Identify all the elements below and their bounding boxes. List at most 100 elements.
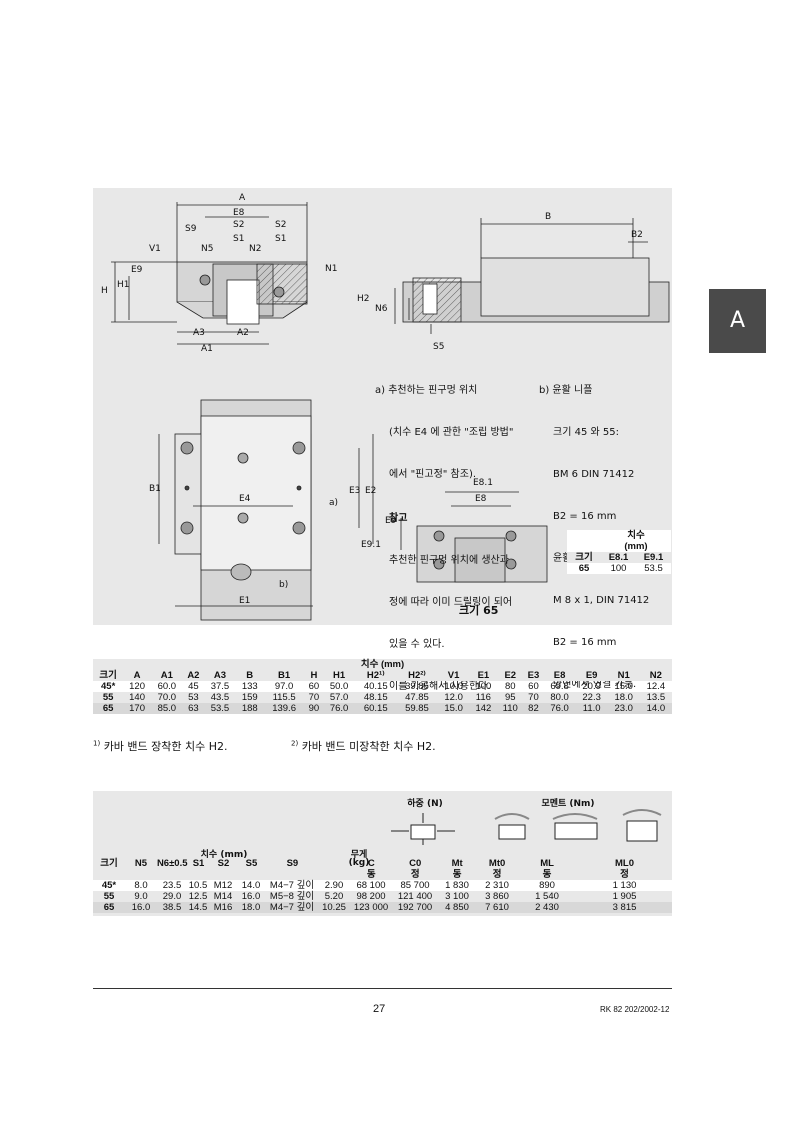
dim-table-cell: 159	[241, 692, 258, 703]
dim-table-cell: 57.0	[329, 692, 349, 703]
load-col-header: 크기	[100, 858, 118, 869]
footnote-1-text: 카바 밴드 장착한 치수 H2.	[103, 740, 228, 753]
dim-table-cell: 47.85	[405, 692, 429, 703]
dim-table-cell: 48.15	[363, 692, 388, 703]
label-E8-1: E8.1	[473, 478, 493, 488]
load-col-header	[319, 858, 349, 869]
load-table-cell: 65	[103, 902, 115, 913]
note-a-title: a) 추천하는 핀구멍 위치	[375, 385, 478, 396]
dim-col-header: B1	[278, 670, 291, 681]
load-table-cell: 2.90	[324, 880, 344, 891]
small-table-col-e9: E9.1	[643, 552, 664, 563]
load-subheader-empty	[125, 869, 157, 880]
dim-table-cell: 80	[504, 681, 516, 692]
load-subheader-empty	[237, 869, 265, 880]
dim-table-cell: 60.15	[363, 703, 388, 714]
small-table-header-top: 치수	[627, 530, 645, 541]
dim-table-cell: 22.3	[582, 692, 601, 703]
label-E1: E1	[239, 596, 251, 606]
label-A1: A1	[201, 344, 213, 354]
dim-table-cell: 65	[102, 703, 114, 714]
dim-table-cell: 40.15	[363, 681, 388, 692]
moment-ml-icon	[552, 813, 598, 840]
moment-mt-icon	[494, 813, 530, 840]
load-col-header: S9	[286, 858, 299, 869]
label-E9: E9	[131, 265, 143, 275]
label-E3: E3	[349, 486, 361, 496]
footnote-2: 2) 카바 밴드 미장착한 치수 H2.	[291, 738, 436, 754]
label-H1: H1	[117, 280, 130, 290]
dim-table-cell: 60	[308, 681, 320, 692]
load-col-header: Mt	[451, 858, 463, 869]
dim-col-header: N1	[617, 670, 630, 681]
dim-table-cell: 116	[475, 692, 491, 703]
footer-rule	[93, 988, 672, 989]
dim-col-header: V1	[447, 670, 460, 681]
dim-table-cell: 63	[188, 703, 199, 714]
label-a: a)	[329, 498, 339, 508]
footnote-1-mark: 1)	[93, 739, 101, 748]
load-table-cell: 5.20	[324, 891, 344, 902]
label-S5: S5	[433, 342, 445, 352]
load-col-header: ML	[540, 858, 554, 869]
load-table-cell: M14	[213, 891, 233, 902]
dim-table-cell: 76.0	[550, 703, 569, 714]
section-tab: A	[709, 289, 766, 353]
small-table-size-header	[567, 530, 601, 552]
load-table-cell: M4−7 깊이	[269, 902, 315, 913]
load-subheader: 정	[492, 869, 502, 880]
dim-table-cell: 43.5	[210, 692, 230, 703]
weight-unit: (kg)	[348, 858, 370, 868]
load-col-header: N5	[134, 858, 148, 869]
dim-table-title: 치수 (mm)	[360, 659, 405, 670]
moment-ml0-icon	[622, 809, 662, 842]
document-code: RK 82 202/2002-12	[600, 1005, 670, 1014]
load-table-cell: 1 130	[612, 880, 637, 891]
load-col-header: Mt0	[488, 858, 506, 869]
load-table-cell: 45*	[101, 880, 117, 891]
load-table-cell: 68 100	[356, 880, 386, 891]
small-table-cell: 53.5	[644, 563, 663, 574]
load-table-cell: M16	[213, 902, 233, 913]
load-table-cell: 192 700	[397, 902, 433, 913]
note-ref-line3: 있을 수 있다.	[389, 639, 445, 650]
label-E2: E2	[365, 486, 377, 496]
top-view	[158, 399, 374, 621]
load-direction-icon	[391, 813, 455, 845]
load-subheader: 동	[366, 869, 376, 880]
label-S2-right: S2	[275, 220, 287, 230]
load-table-cell: 16.0	[131, 902, 151, 913]
note-a: a) 추천하는 핀구멍 위치 (치수 E4 에 관한 "조립 방법" 에서 "핀…	[375, 356, 513, 722]
front-section-view	[111, 202, 308, 345]
load-table-cell: 3 860	[485, 891, 509, 902]
load-col-header: S5	[245, 858, 258, 869]
dim-col-header: N2	[649, 670, 662, 681]
note-b-title: b) 윤활 니플	[539, 385, 593, 396]
dim-col-header: B	[246, 670, 254, 681]
note-b-line6: B2 = 16 mm	[553, 637, 617, 648]
dim-table-cell: 39.85	[405, 681, 429, 692]
load-table-cell: 29.0	[162, 891, 182, 902]
dim-col-header: H	[310, 670, 318, 681]
load-table-cell: 16.0	[241, 891, 261, 902]
dim-col-header: E2	[504, 670, 517, 681]
note-ref-title: 참고	[389, 513, 408, 524]
label-S1: S1	[233, 234, 245, 244]
label-A: A	[239, 193, 246, 203]
note-b-line5: M 8 x 1, DIN 71412	[553, 595, 650, 606]
dim-title-2: 치수 (mm)	[200, 850, 248, 860]
note-b-line1: 크기 45 와 55:	[553, 427, 619, 438]
dim-table-cell: 70	[308, 692, 320, 703]
technical-drawing-panel: A E8 S9 S2 S2 N5 S1 S1 N2 V1 E9 H H1 N1 …	[93, 188, 672, 692]
load-table-cell: 890	[539, 880, 555, 891]
load-table-cell: 1 830	[445, 880, 469, 891]
dim-table-cell: 10.0	[444, 681, 463, 692]
load-table-cell: 4 850	[445, 902, 469, 913]
dim-table-cell: 85.0	[157, 703, 177, 714]
load-table-cell: M4−7 깊이	[269, 880, 315, 891]
